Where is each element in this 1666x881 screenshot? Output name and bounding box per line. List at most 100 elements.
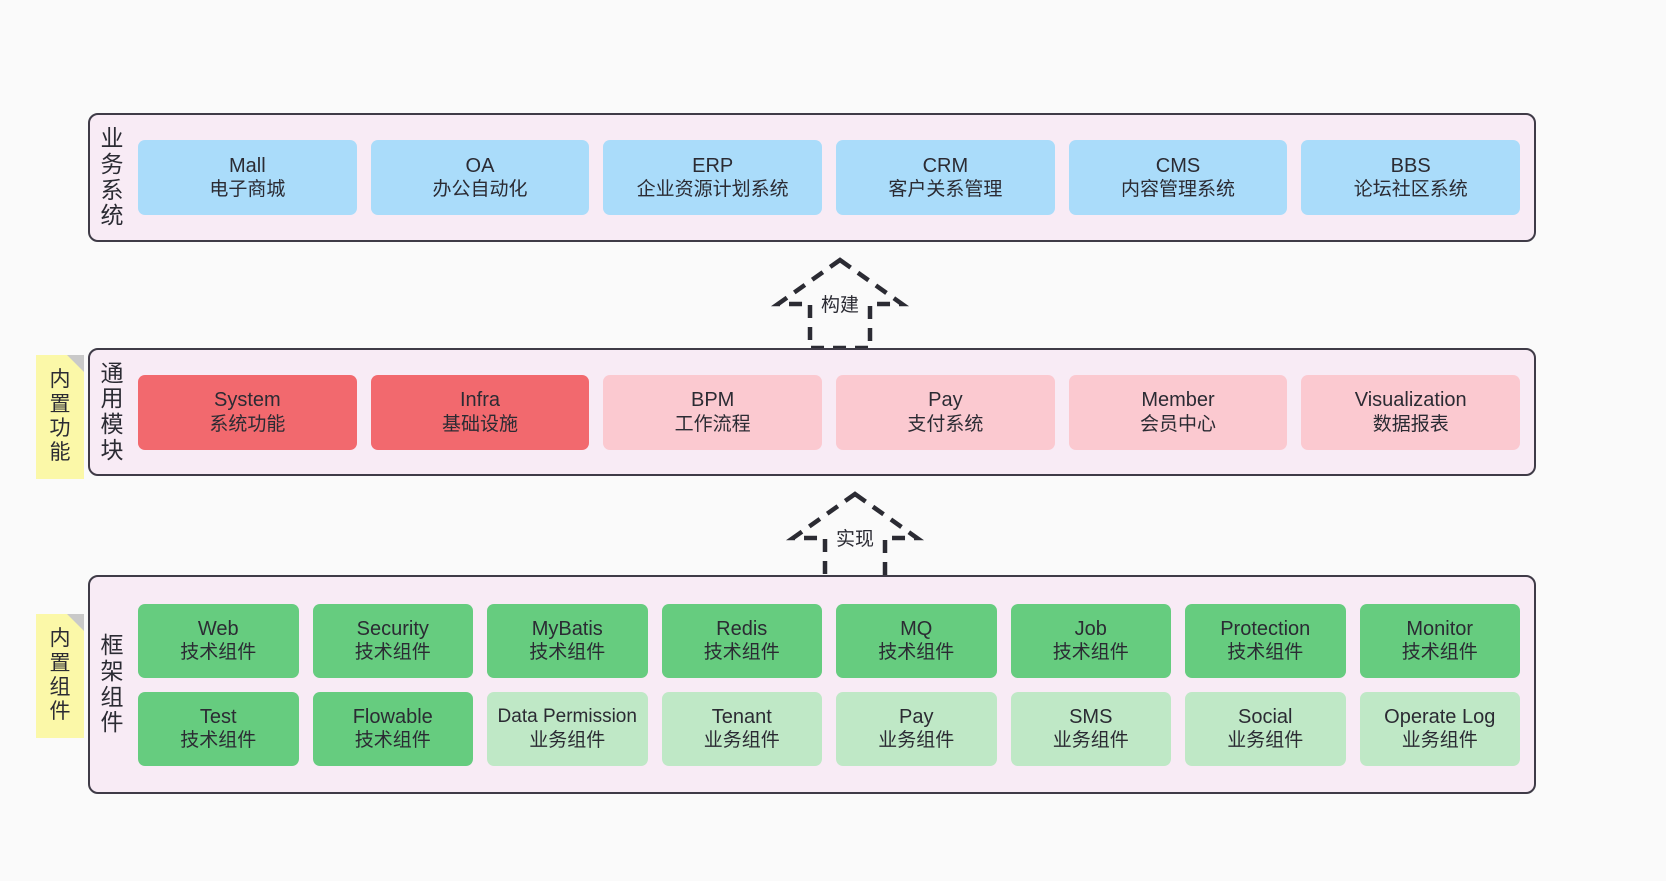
caption-char: 组 [100, 683, 124, 710]
module-card-subtitle: 技术组件 [529, 642, 606, 664]
module-card-title: Security [356, 617, 429, 640]
layer-body-framework-components: Web 技术组件 Security 技术组件 MyBatis 技术组件 Redi… [134, 577, 1534, 792]
connector-build: 构建 [760, 257, 920, 351]
module-card-title: Job [1074, 617, 1107, 640]
module-card-title: MQ [900, 617, 933, 640]
note-char: 置 [49, 651, 71, 675]
module-card-mall[interactable]: Mall 电子商城 [138, 140, 357, 215]
module-card-subtitle: 技术组件 [180, 642, 257, 664]
module-card-data-permission[interactable]: Data Permission 业务组件 [487, 691, 648, 766]
module-card-mybatis[interactable]: MyBatis 技术组件 [487, 603, 648, 678]
module-card-pay[interactable]: Pay 支付系统 [836, 374, 1055, 450]
module-card-title: Data Permission [497, 706, 637, 728]
module-card-subtitle: 技术组件 [703, 642, 780, 664]
caption-char: 务 [100, 150, 124, 177]
caption-char: 件 [100, 709, 124, 736]
module-card-operate-log[interactable]: Operate Log 业务组件 [1359, 691, 1520, 766]
layer-business-systems: 业 务 系 统 Mall 电子商城 OA 办公自动化 ERP 企业资源计划系统 [88, 113, 1536, 242]
module-card-sms[interactable]: SMS 业务组件 [1010, 691, 1171, 766]
caption-char: 系 [100, 176, 124, 203]
module-card-bbs[interactable]: BBS 论坛社区系统 [1301, 140, 1521, 215]
caption-char: 框 [100, 632, 124, 658]
caption-char: 用 [100, 385, 124, 412]
module-card-erp[interactable]: ERP 企业资源计划系统 [603, 140, 823, 215]
module-card-subtitle: 数据报表 [1372, 413, 1449, 435]
note-char: 置 [49, 392, 71, 416]
note-char: 内 [49, 627, 71, 651]
layer-caption-common-modules: 通 用 模 块 [90, 350, 134, 474]
caption-char: 块 [100, 436, 124, 463]
module-card-subtitle: 技术组件 [1401, 642, 1478, 664]
module-card-system[interactable]: System 系统功能 [138, 374, 357, 450]
module-card-tenant[interactable]: Tenant 业务组件 [661, 691, 822, 766]
module-card-monitor[interactable]: Monitor 技术组件 [1359, 603, 1520, 678]
module-card-title: Operate Log [1384, 705, 1496, 728]
module-card-subtitle: 技术组件 [878, 642, 955, 664]
module-card-test[interactable]: Test 技术组件 [138, 691, 299, 766]
module-card-mq[interactable]: MQ 技术组件 [836, 603, 997, 678]
module-card-title: BBS [1390, 154, 1431, 177]
sticky-note-builtin-components[interactable]: 内 置 组 件 [36, 614, 84, 738]
module-card-cms[interactable]: CMS 内容管理系统 [1068, 140, 1288, 215]
module-card-security[interactable]: Security 技术组件 [312, 603, 473, 678]
caption-char: 统 [100, 202, 124, 229]
module-card-subtitle: 技术组件 [180, 730, 257, 752]
caption-char: 架 [100, 657, 124, 684]
module-card-web[interactable]: Web 技术组件 [138, 603, 299, 678]
module-card-title: Test [199, 705, 237, 728]
module-card-subtitle: 业务组件 [703, 730, 780, 752]
module-card-bpm[interactable]: BPM 工作流程 [603, 374, 823, 450]
module-card-title: Flowable [352, 705, 433, 728]
module-card-title: Pay [899, 705, 934, 728]
module-card-subtitle: 业务组件 [878, 730, 955, 752]
module-card-pay-business[interactable]: Pay 业务组件 [836, 691, 997, 766]
module-card-protection[interactable]: Protection 技术组件 [1185, 603, 1346, 678]
module-card-title: Visualization [1354, 389, 1467, 412]
layer-caption-business-systems: 业 务 系 统 [90, 115, 134, 240]
module-card-title: System [213, 389, 281, 412]
layer-caption-framework-components: 框 架 组 件 [90, 577, 134, 792]
module-card-title: Pay [928, 389, 963, 412]
module-card-infra[interactable]: Infra 基础设施 [370, 374, 590, 450]
card-row: Test 技术组件 Flowable 技术组件 Data Permission … [138, 691, 1520, 766]
layer-body-common-modules: System 系统功能 Infra 基础设施 BPM 工作流程 Pay 支付系统… [134, 350, 1534, 474]
module-card-subtitle: 客户关系管理 [888, 179, 1003, 201]
module-card-title: CRM [922, 154, 969, 177]
module-card-visualization[interactable]: Visualization 数据报表 [1301, 374, 1521, 450]
module-card-subtitle: 电子商城 [209, 179, 286, 201]
module-card-flowable[interactable]: Flowable 技术组件 [312, 691, 473, 766]
module-card-oa[interactable]: OA 办公自动化 [370, 140, 590, 215]
module-card-title: BPM [691, 389, 735, 412]
module-card-subtitle: 企业资源计划系统 [636, 179, 789, 201]
card-row: Mall 电子商城 OA 办公自动化 ERP 企业资源计划系统 CRM 客户关系… [138, 140, 1521, 215]
note-char: 内 [49, 368, 71, 392]
module-card-title: Tenant [711, 705, 772, 728]
module-card-title: Member [1141, 389, 1215, 412]
module-card-subtitle: 系统功能 [209, 413, 286, 435]
module-card-title: Infra [459, 389, 501, 412]
module-card-subtitle: 支付系统 [907, 413, 984, 435]
module-card-title: Monitor [1406, 617, 1474, 640]
module-card-member[interactable]: Member 会员中心 [1068, 374, 1288, 450]
caption-char: 模 [100, 411, 124, 437]
module-card-title: Social [1238, 705, 1293, 728]
module-card-subtitle: 业务组件 [1401, 730, 1478, 752]
note-char: 件 [49, 700, 71, 724]
connector-realize: 实现 [775, 491, 935, 585]
note-char: 组 [49, 676, 71, 699]
module-card-title: OA [465, 154, 495, 177]
module-card-redis[interactable]: Redis 技术组件 [661, 603, 822, 678]
module-card-subtitle: 技术组件 [354, 642, 431, 664]
module-card-title: MyBatis [531, 617, 603, 640]
module-card-job[interactable]: Job 技术组件 [1010, 603, 1171, 678]
module-card-crm[interactable]: CRM 客户关系管理 [836, 140, 1055, 215]
module-card-subtitle: 内容管理系统 [1121, 179, 1236, 201]
module-card-title: Web [197, 617, 239, 640]
module-card-subtitle: 技术组件 [354, 730, 431, 752]
card-row: Web 技术组件 Security 技术组件 MyBatis 技术组件 Redi… [138, 603, 1520, 678]
module-card-subtitle: 论坛社区系统 [1353, 179, 1468, 201]
module-card-social[interactable]: Social 业务组件 [1185, 691, 1346, 766]
module-card-title: SMS [1069, 705, 1113, 728]
sticky-note-builtin-features[interactable]: 内 置 功 能 [36, 355, 84, 479]
layer-body-business-systems: Mall 电子商城 OA 办公自动化 ERP 企业资源计划系统 CRM 客户关系… [134, 115, 1534, 240]
